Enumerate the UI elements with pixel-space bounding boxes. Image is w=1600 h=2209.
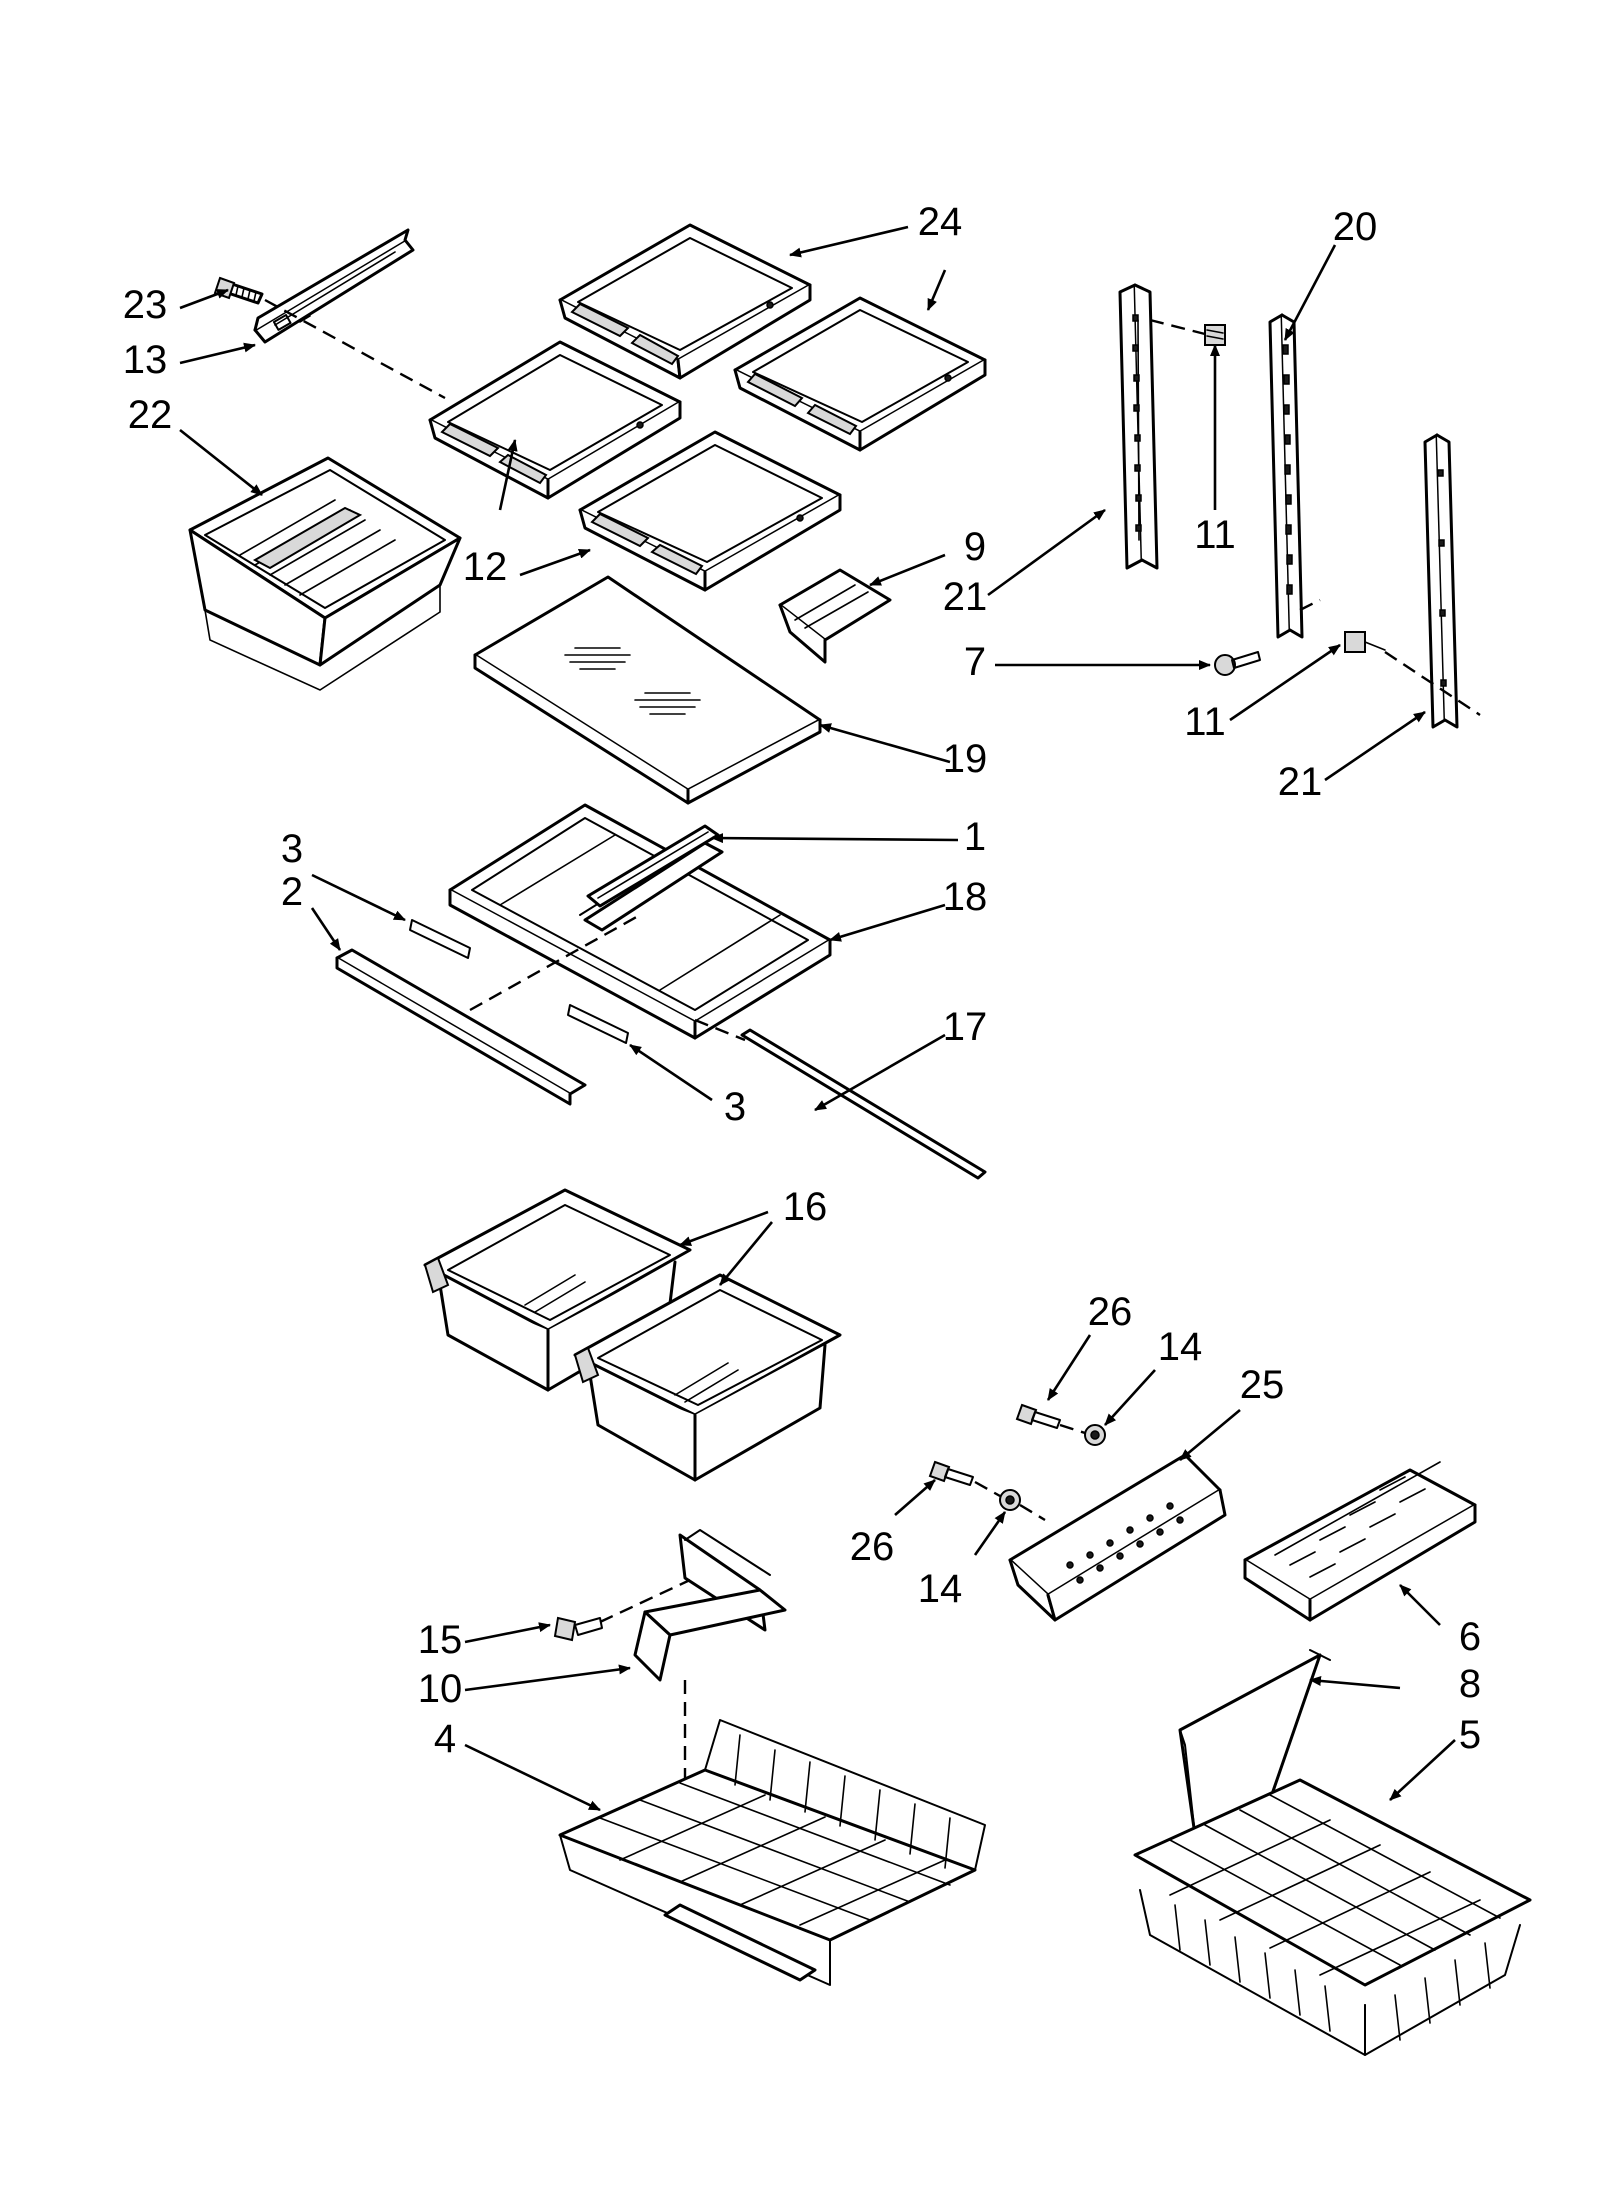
callout-8: 8 — [1459, 1662, 1481, 1706]
callout-22: 22 — [128, 393, 173, 437]
callout-10: 10 — [418, 1667, 463, 1711]
ice-bin-part — [1008, 1453, 1227, 1622]
callout-21: 21 — [943, 575, 988, 619]
screw-26-lower — [928, 1460, 974, 1486]
callout-11: 11 — [1184, 700, 1226, 744]
ice-tray-part — [1243, 1461, 1477, 1622]
glass-shelf-part — [473, 575, 822, 805]
screw-11-upper — [1204, 324, 1226, 346]
crisper-drawer-part — [188, 456, 462, 691]
callout-14: 14 — [1158, 1325, 1203, 1369]
callout-1: 1 — [964, 815, 986, 859]
trim-2-part — [335, 948, 587, 1106]
callout-4: 4 — [434, 1717, 456, 1761]
shelf-top-right — [733, 296, 987, 452]
callout-3: 3 — [281, 827, 303, 871]
callout-9: 9 — [964, 525, 986, 569]
screw-11-lower — [1344, 631, 1386, 653]
deli-bin-right — [573, 1273, 842, 1482]
callout-26: 26 — [1088, 1290, 1133, 1334]
divider-3-lower — [567, 1004, 629, 1044]
callout-7: 7 — [964, 640, 986, 684]
rod-17-part — [740, 1028, 987, 1180]
washer-14-upper — [1084, 1424, 1106, 1446]
screw-26-upper — [1015, 1403, 1061, 1429]
assembly-line — [469, 913, 641, 1012]
leader-lines — [179, 225, 1456, 1812]
trim-part — [778, 568, 892, 664]
callout-26: 26 — [850, 1525, 895, 1569]
assembly-line — [1019, 1503, 1046, 1522]
assembly-line — [974, 1480, 1001, 1498]
pantry-drawer-part — [448, 803, 832, 1040]
callout-20: 20 — [1333, 205, 1378, 249]
callout-3: 3 — [724, 1085, 746, 1129]
callout-19: 19 — [943, 737, 988, 781]
wire-basket-right — [1133, 1778, 1532, 2056]
screw-7 — [1214, 651, 1261, 676]
wire-basket-left — [558, 1719, 986, 1986]
basket-bracket-part — [633, 1529, 787, 1682]
vertical-rail-middle — [1268, 313, 1304, 639]
screw-15-part — [553, 1616, 603, 1642]
callout-25: 25 — [1240, 1363, 1285, 1407]
assembly-line — [1384, 650, 1481, 717]
assembly-line — [694, 1018, 746, 1042]
vertical-rail-right — [1423, 433, 1459, 729]
callout-24: 24 — [918, 200, 963, 244]
callout-15: 15 — [418, 1618, 463, 1662]
callout-13: 13 — [123, 338, 168, 382]
washer-14-lower — [999, 1489, 1021, 1511]
assembly-line — [1059, 1423, 1086, 1435]
callout-18: 18 — [943, 875, 988, 919]
shelf-middle-right — [578, 430, 842, 592]
callout-11: 11 — [1194, 513, 1236, 557]
vertical-rail-left — [1118, 283, 1159, 570]
assembly-line — [1299, 598, 1321, 612]
assembly-line — [264, 298, 446, 400]
callout-6: 6 — [1459, 1615, 1481, 1659]
divider-3-upper — [409, 919, 471, 959]
shelf-top-left — [558, 223, 812, 380]
assembly-line — [1149, 318, 1206, 336]
callout-16: 16 — [783, 1185, 828, 1229]
callout-14: 14 — [918, 1567, 963, 1611]
slide-rail-part — [253, 228, 415, 344]
callout-5: 5 — [1459, 1713, 1481, 1757]
callout-2: 2 — [281, 870, 303, 914]
callout-17: 17 — [943, 1005, 988, 1049]
callout-12: 12 — [463, 545, 508, 589]
callout-21: 21 — [1278, 760, 1323, 804]
screw-23-part — [213, 276, 264, 305]
assembly-line — [599, 1578, 691, 1624]
callout-23: 23 — [123, 283, 168, 327]
